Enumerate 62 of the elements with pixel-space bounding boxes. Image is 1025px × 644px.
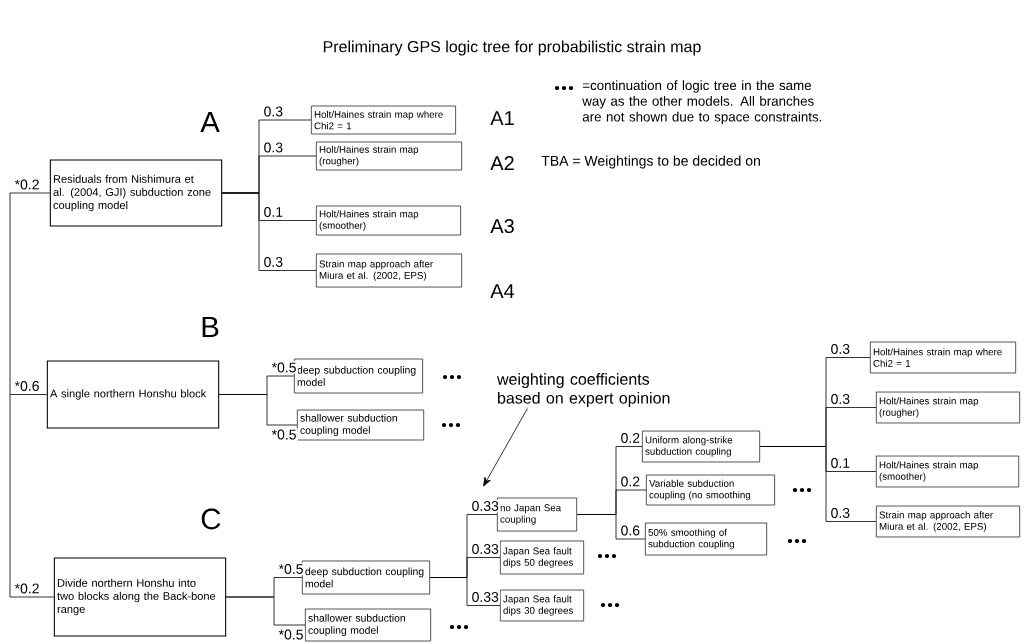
option-box: Japan Sea fault dips 50 degrees (500, 540, 584, 575)
tree-branch (218, 394, 298, 426)
tree-branch (429, 577, 501, 606)
weight-label: *0.5 (271, 429, 296, 440)
weight-label: *0.6 (14, 381, 39, 391)
option-box: Variable subduction coupling (no smoothing (646, 474, 775, 506)
weight-label: 0.3 (831, 508, 850, 518)
weight-label: 0.3 (264, 106, 283, 117)
weight-label: 0.3 (264, 142, 283, 153)
option-box: 50% smoothing of subduction coupling (645, 522, 767, 556)
option-box: Japan Sea fault dips 30 degrees (500, 589, 584, 622)
weight-label: 0.33 (472, 544, 499, 554)
weight-label: *0.2 (14, 583, 39, 594)
weight-label: 0.1 (831, 458, 850, 468)
weight-label: 0.33 (472, 592, 499, 602)
tree-branch (9, 394, 48, 395)
weight-label: *0.5 (278, 629, 303, 640)
weight-label: 0.3 (831, 394, 850, 404)
tree-branch (9, 394, 55, 598)
tree-branch (225, 596, 306, 626)
tree-branch (9, 192, 51, 395)
model-id: A4 (490, 284, 515, 298)
annotation-text: weighting coefficients based on expert opinion (497, 373, 670, 407)
option-box: shallower subduction coupling model (305, 608, 431, 642)
weight-label: 0.2 (621, 433, 640, 443)
model-box: Residuals from Nishimura et al. (2004, GJI) subduction zone coupling model (49, 159, 223, 227)
option-box: shallower subduction coupling model (296, 409, 425, 441)
option-box: Holt/Haines strain map (smoother) (875, 455, 1020, 488)
option-box: Holt/Haines strain map where Chi2 = 1 (870, 341, 1016, 374)
branch-letter: B (202, 316, 219, 338)
branch-letter: C (201, 508, 221, 530)
option-box: Uniform along-strike subduction coupling (642, 430, 760, 463)
tree-branch (576, 514, 646, 540)
option-box: Strain map approach after Miura et al. (2002, EPS) (316, 253, 462, 288)
option-box: Strain map approach after Miura et al. (2002, EPS) (876, 505, 1020, 538)
branch-letter: A (200, 111, 220, 133)
weight-label: 0.33 (472, 501, 499, 511)
model-id: A3 (490, 218, 514, 234)
weight-label: *0.5 (271, 362, 296, 373)
weight-label: 0.3 (831, 344, 850, 354)
model-box: Divide northern Honshu into two blocks along the Back-bone range (53, 557, 227, 637)
legend-text: =continuation of logic tree in the same way as the other models. All branches are not shown due to space constraints. (582, 80, 822, 125)
option-box: Holt/Haines strain map (rougher) (876, 391, 1020, 424)
weight-label: 0.1 (264, 207, 283, 217)
model-id: A2 (490, 156, 514, 170)
weight-label: *0.5 (278, 564, 303, 574)
weight-label: 0.2 (621, 476, 640, 487)
tree-branch (221, 192, 317, 271)
model-id: A1 (490, 111, 514, 125)
tree-branch (759, 446, 877, 522)
title: Preliminary GPS logic tree for probabilistic strain map (323, 40, 701, 56)
weight-label: 0.6 (621, 525, 640, 536)
option-box: Holt/Haines strain map where Chi2 = 1 (311, 105, 456, 135)
weight-label: *0.2 (14, 179, 39, 190)
option-box: Holt/Haines strain map (smoother) (316, 205, 461, 236)
option-box: deep subduction coupling model (302, 560, 430, 595)
legend-text: TBA = Weightings to be decided on (541, 155, 760, 169)
weight-label: 0.3 (264, 257, 283, 267)
option-box: no Japan Sea coupling (497, 497, 577, 532)
leader-arrow (483, 408, 528, 487)
option-box: Holt/Haines strain map (rougher) (316, 141, 462, 171)
model-box: A single northern Honshu block (46, 360, 220, 429)
